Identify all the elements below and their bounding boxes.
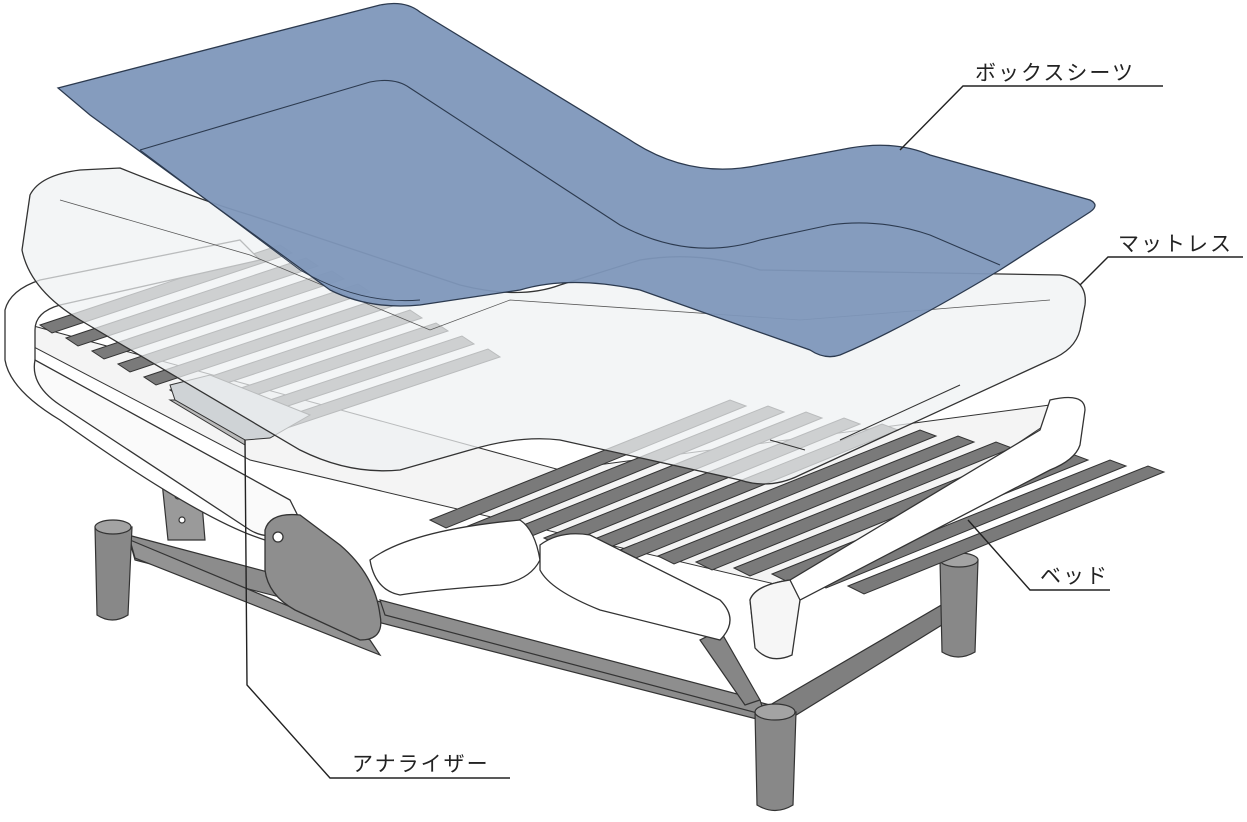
leader-bed xyxy=(967,519,1110,591)
hinge-plate xyxy=(264,513,382,641)
label-box-sheets: ボックスシーツ xyxy=(975,61,1135,85)
slat xyxy=(656,435,976,565)
leader-box-sheets xyxy=(899,85,1163,151)
label-bed: ベッド xyxy=(1040,564,1109,588)
leader-mattress xyxy=(1079,256,1243,286)
leg-front-left xyxy=(94,519,133,621)
leader-lines xyxy=(244,85,1243,779)
label-mattress: マットレス xyxy=(1118,232,1233,256)
label-analyzer: アナライザー xyxy=(352,752,490,776)
box-sheet xyxy=(56,2,1096,358)
leg-back-right xyxy=(939,552,979,658)
bed-rails xyxy=(4,239,1086,660)
leader-analyzer xyxy=(244,439,510,779)
slat xyxy=(846,465,1166,595)
leg-front-right xyxy=(754,703,797,812)
